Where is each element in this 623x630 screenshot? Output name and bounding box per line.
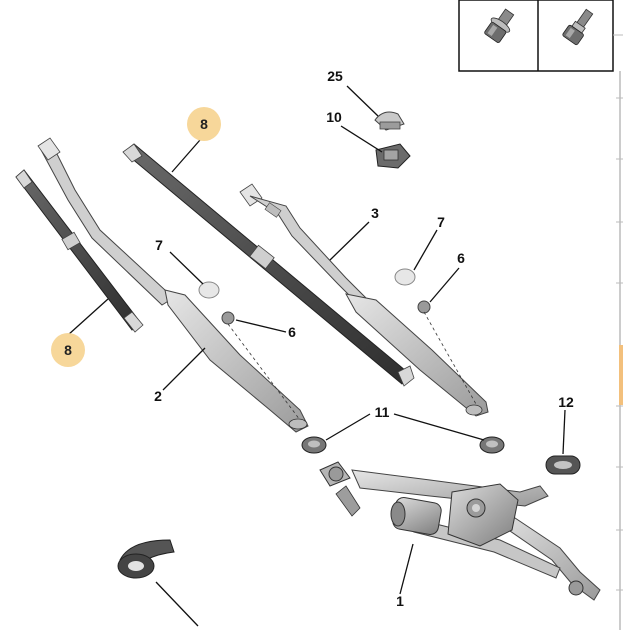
bolt-inset-frame <box>458 0 614 72</box>
callout-12: 12 <box>558 394 574 410</box>
spindle-nut-right <box>417 300 431 314</box>
callout-7-left: 7 <box>155 237 163 253</box>
callout-7-right: 7 <box>437 214 445 230</box>
sidebar-accent <box>619 345 623 405</box>
leader-lines <box>67 85 566 627</box>
linkage-bushing <box>545 455 581 475</box>
spindle-nut-left <box>221 311 235 325</box>
connector-cap <box>374 111 405 131</box>
motor-housing <box>390 483 519 547</box>
callout-25: 25 <box>327 68 343 84</box>
flange-bolt-icon <box>484 8 515 43</box>
wiper-blade-left <box>15 169 144 333</box>
motor-connector <box>375 143 411 169</box>
callout-highlight-8-top <box>187 107 221 141</box>
callout-10: 10 <box>326 109 342 125</box>
sidebar-ruler <box>613 34 623 630</box>
callout-labels: 25 10 8 3 7 6 7 6 8 2 11 12 1 <box>64 68 574 609</box>
spindle-cap-right <box>394 268 416 286</box>
callout-3: 3 <box>371 205 379 221</box>
wiper-motor-and-linkage <box>319 461 601 601</box>
callout-11: 11 <box>375 404 390 420</box>
adhesive-tape-roll-icon <box>117 539 175 579</box>
callout-8-top: 8 <box>200 116 208 132</box>
assembly-guide-lines <box>227 311 477 421</box>
wiper-blade-long <box>122 143 415 387</box>
callout-highlight-8-left <box>51 333 85 367</box>
callout-8-left: 8 <box>64 342 72 358</box>
wiper-arm-right <box>239 183 489 417</box>
wiper-arm-left <box>37 137 309 433</box>
callout-2: 2 <box>154 388 162 404</box>
bolt-inset-panel <box>458 0 614 72</box>
spindle-cap-left <box>198 281 220 299</box>
callout-1: 1 <box>396 593 404 609</box>
callout-6-right: 6 <box>457 250 465 266</box>
shoulder-bolt-icon <box>562 8 594 46</box>
callout-6-left: 6 <box>288 324 296 340</box>
